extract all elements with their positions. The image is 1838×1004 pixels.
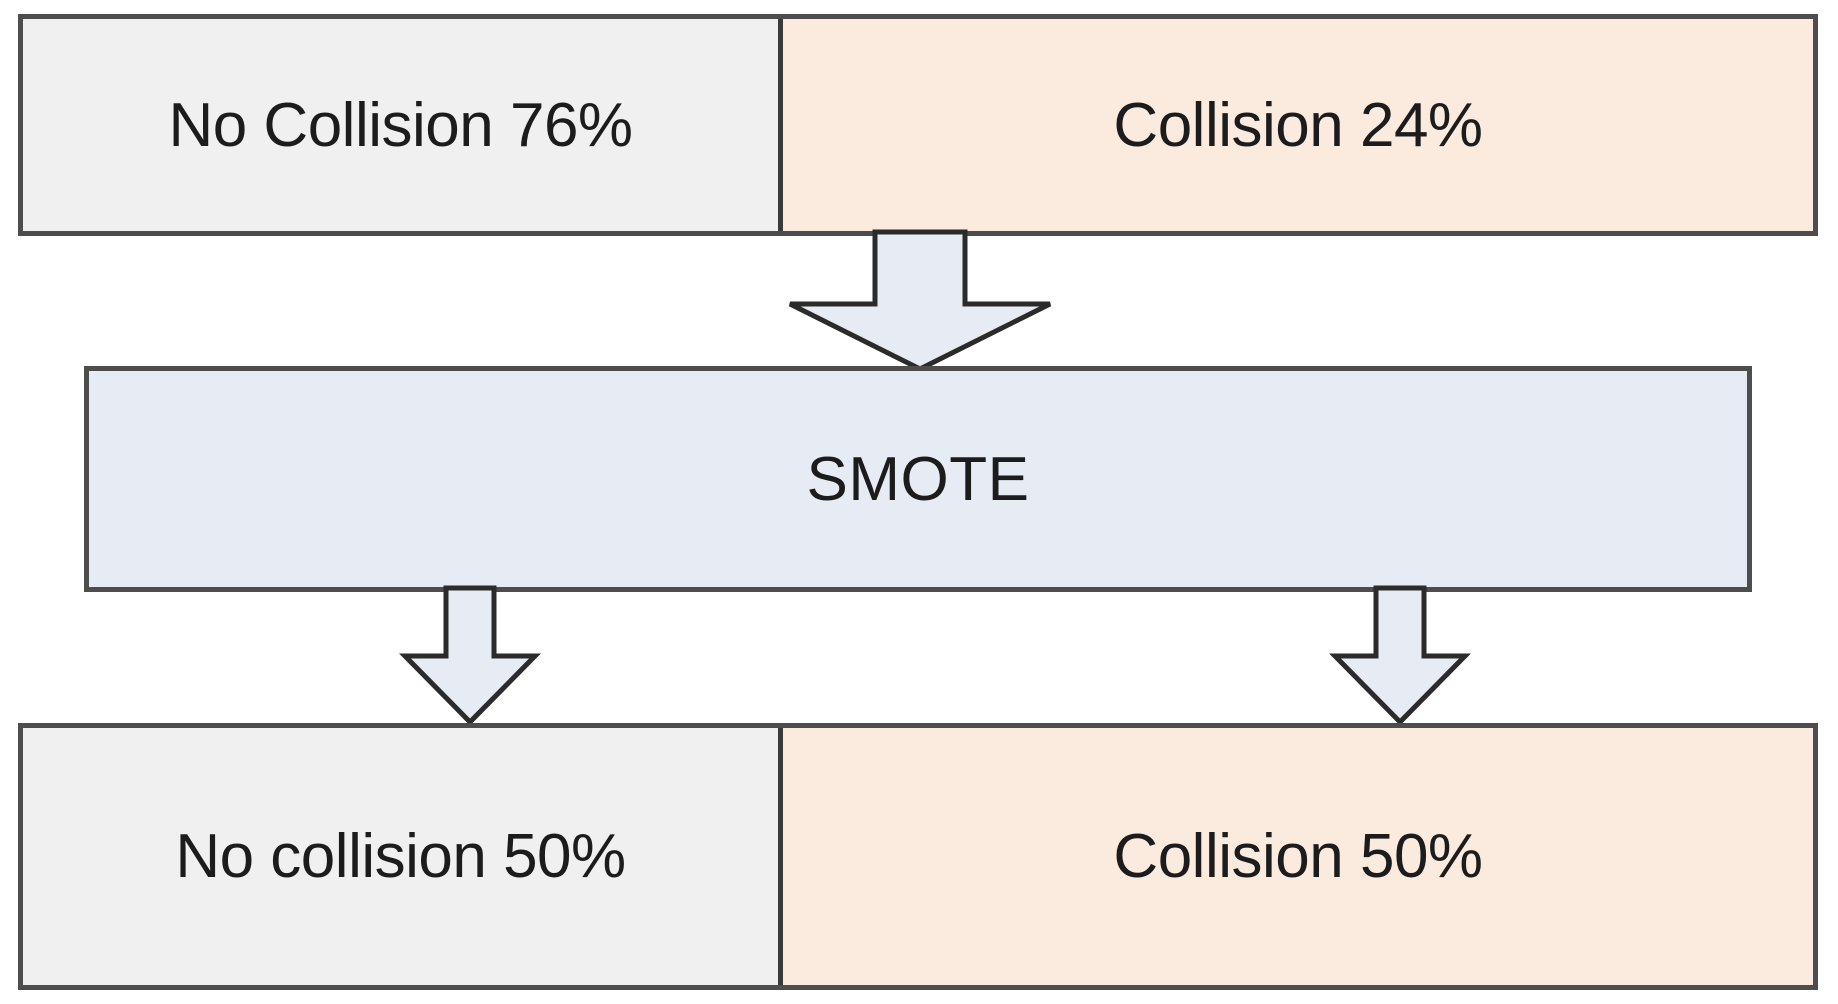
after-no-collision-label: No collision 50% bbox=[175, 822, 626, 891]
before-collision-label: Collision 24% bbox=[1113, 90, 1483, 160]
down-block-arrow-icon bbox=[1329, 585, 1471, 727]
before-no-collision-cell: No Collision 76% bbox=[23, 19, 783, 231]
smote-process-box: SMOTE bbox=[84, 366, 1752, 592]
down-block-arrow-icon bbox=[399, 585, 541, 727]
down-block-arrow-icon bbox=[785, 229, 1055, 372]
before-collision-cell: Collision 24% bbox=[783, 19, 1813, 231]
after-collision-cell: Collision 50% bbox=[783, 728, 1813, 985]
after-collision-label: Collision 50% bbox=[1113, 822, 1483, 891]
before-no-collision-label: No Collision 76% bbox=[168, 90, 633, 160]
after-smote-distribution-row: No collision 50% Collision 50% bbox=[18, 723, 1818, 990]
smote-label: SMOTE bbox=[806, 444, 1030, 514]
before-smote-distribution-row: No Collision 76% Collision 24% bbox=[18, 14, 1818, 236]
after-no-collision-cell: No collision 50% bbox=[23, 728, 783, 985]
